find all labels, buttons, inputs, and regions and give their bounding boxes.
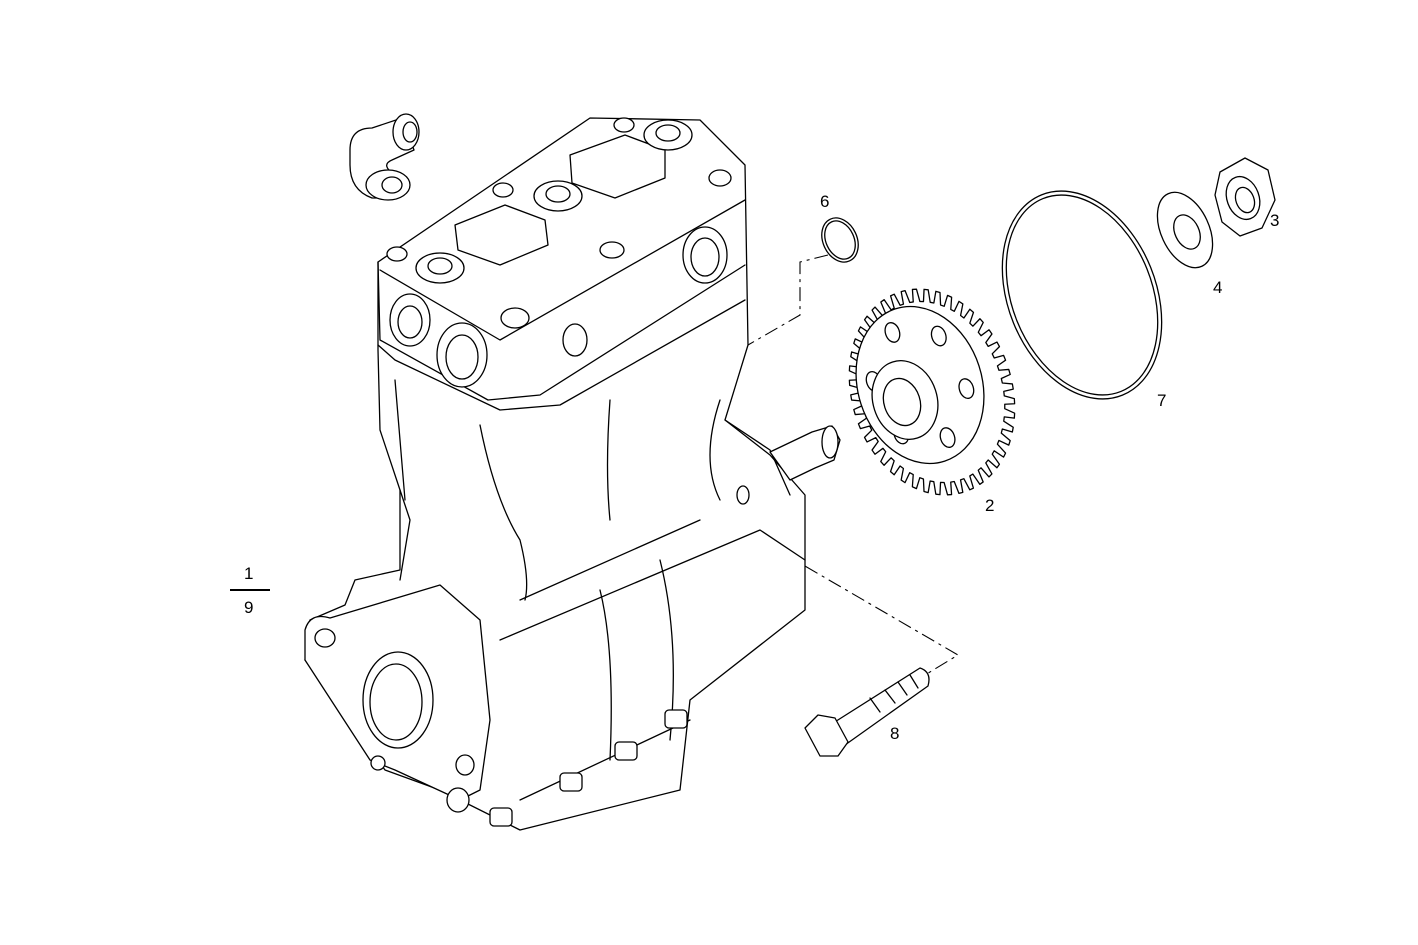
o-ring (1001, 190, 1163, 400)
gear-lightening-hole (958, 378, 975, 399)
gear-lightening-hole (930, 325, 947, 347)
washer (1156, 191, 1214, 269)
ring-leader-line (747, 254, 829, 346)
callout-4: 4 (1213, 278, 1223, 297)
callout-2: 2 (985, 496, 995, 515)
callout-6: 6 (820, 192, 830, 211)
callout-7: 7 (1157, 391, 1167, 410)
callout-9: 9 (244, 598, 254, 617)
callout-1: 1 (244, 564, 254, 583)
elbow-fitting (349, 113, 420, 201)
callout-8: 8 (890, 724, 900, 743)
gear (848, 288, 1016, 496)
bolt (804, 667, 930, 757)
callout-3: 3 (1270, 211, 1280, 230)
gear-bore (882, 377, 922, 427)
gear-lightening-hole (939, 427, 956, 448)
snap-ring (821, 217, 859, 263)
fraction-line (230, 589, 270, 591)
nut (1214, 157, 1276, 237)
gear-lightening-hole (884, 322, 901, 343)
air-compressor (304, 117, 841, 831)
